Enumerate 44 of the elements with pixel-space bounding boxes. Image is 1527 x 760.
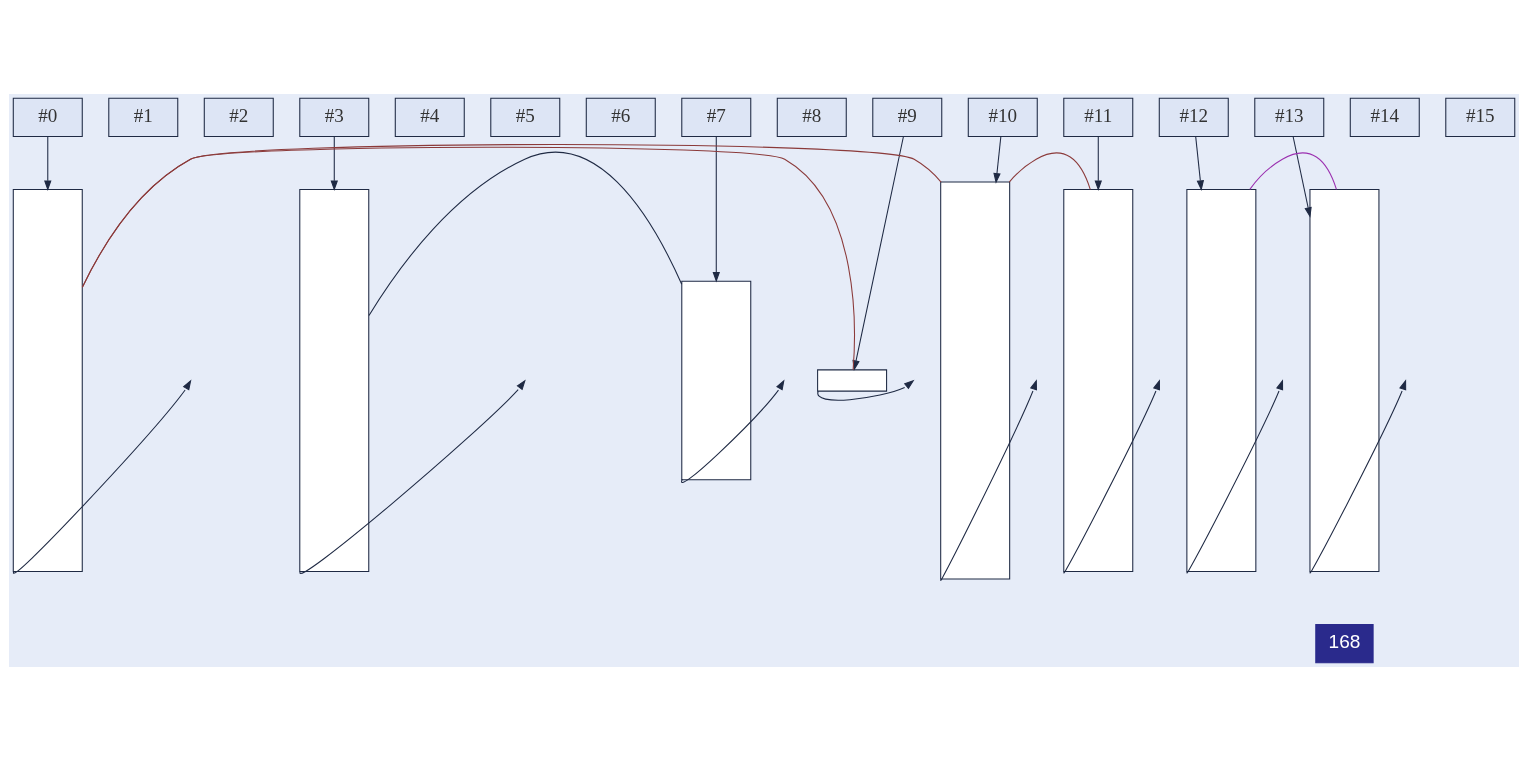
node-box: #12 [1158,97,1229,137]
connector [1008,151,1091,190]
arrow [1194,135,1204,191]
arrow [1063,378,1160,573]
node-box [1308,188,1379,572]
node-box: #10 [967,97,1038,137]
node-box: #3 [298,97,369,137]
node-box [298,188,369,572]
arrow [299,379,526,574]
arrow [940,378,1037,581]
connector [81,143,942,288]
node-box: #8 [776,97,847,137]
arrow [330,135,338,191]
node-box: #11 [1062,97,1133,137]
arrow [992,135,1001,184]
node-box: #13 [1253,97,1324,137]
arrow [680,378,785,483]
arrow [1094,135,1102,191]
node-box [939,181,1010,579]
node-box: #1 [107,97,178,137]
node-box: #7 [680,97,751,137]
node-box: #0 [12,97,83,137]
connector [367,151,682,316]
arrow [1292,135,1312,218]
label: 168 [1328,630,1360,652]
node-box [680,280,751,480]
node-box [12,188,83,572]
arrow [712,135,720,283]
node-box: #15 [1444,97,1515,137]
node-box: #5 [489,97,560,137]
node-box: #14 [1349,97,1420,137]
node-box: #9 [871,97,942,137]
node-box: #4 [394,97,465,137]
connector [1248,151,1337,190]
arrow [1186,378,1283,573]
arrow [12,378,191,574]
node-box [816,368,887,392]
node-box: #6 [585,97,656,137]
arrow [43,135,51,191]
node-box [1062,188,1133,572]
node-box [1185,188,1256,572]
node-box: #2 [203,97,274,137]
arrow [1309,378,1406,573]
arrow [817,379,914,401]
